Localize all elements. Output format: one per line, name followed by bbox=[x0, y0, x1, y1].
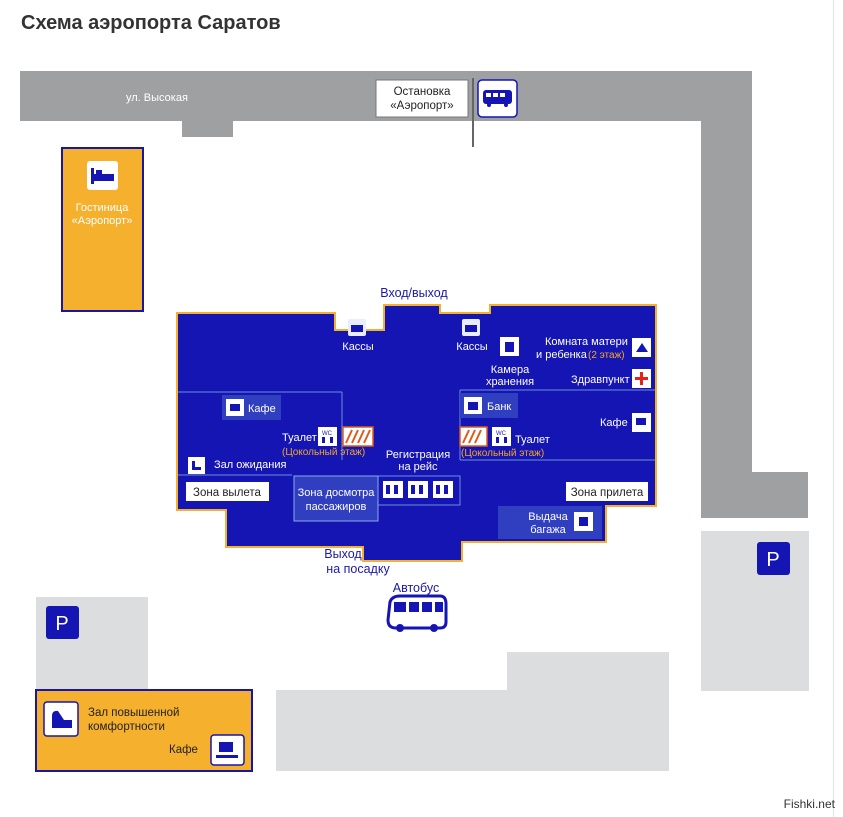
parking-lot-bottom bbox=[276, 652, 669, 771]
toilet-right-label: Туалет bbox=[515, 434, 550, 446]
svg-text:багажа: багажа bbox=[530, 524, 566, 536]
parking-right-icon: P bbox=[757, 542, 790, 575]
bus-stop[interactable]: Остановка «Аэропорт» bbox=[375, 79, 469, 118]
vip-cafe-icon bbox=[210, 734, 245, 766]
page-title: Схема аэропорта Саратов bbox=[21, 12, 281, 34]
storage-icon bbox=[500, 337, 519, 356]
cafe-right-icon bbox=[632, 413, 651, 432]
bus-label: Автобус bbox=[393, 581, 439, 595]
waiting-icon bbox=[188, 457, 205, 474]
checkin-desks-icon bbox=[383, 481, 453, 498]
mother-child-icon bbox=[632, 338, 651, 357]
wc-right-icon: WC bbox=[492, 427, 511, 446]
bus-icon bbox=[386, 594, 448, 632]
svg-text:P: P bbox=[55, 613, 68, 635]
checkin-line2: на рейс bbox=[398, 461, 438, 473]
stairs-right-icon bbox=[459, 426, 488, 447]
gate-line2: на посадку bbox=[326, 562, 390, 576]
gate-line1: Выход bbox=[324, 547, 362, 561]
toilet-left-floor: (Цокольный этаж) bbox=[282, 447, 365, 458]
bed-icon bbox=[87, 161, 118, 190]
page-border bbox=[833, 0, 834, 817]
waiting-label: Зал ожидания bbox=[214, 459, 286, 471]
svg-text:P: P bbox=[766, 549, 779, 571]
arrival-zone[interactable]: Зона прилета bbox=[566, 482, 648, 501]
bus-stop-icon bbox=[477, 79, 518, 118]
armchair-icon bbox=[43, 701, 79, 737]
svg-text:Гостиница: Гостиница bbox=[76, 202, 130, 214]
hotel[interactable]: Гостиница «Аэропорт» bbox=[61, 147, 144, 312]
svg-text:WC: WC bbox=[496, 431, 507, 437]
svg-text:Зал повышенной: Зал повышенной bbox=[88, 707, 179, 719]
toilet-left-label: Туалет bbox=[282, 432, 317, 444]
parking-lot-right bbox=[701, 531, 809, 691]
svg-text:Кафе: Кафе bbox=[169, 744, 198, 756]
stairs-left-icon bbox=[342, 426, 374, 447]
cashier-right-label: Кассы bbox=[456, 341, 488, 353]
cashier-right-icon bbox=[462, 319, 480, 336]
checkin-line1: Регистрация bbox=[386, 449, 450, 461]
toilet-right-floor: (Цокольный этаж) bbox=[461, 448, 544, 459]
cafe-left-area[interactable]: Кафе bbox=[222, 395, 281, 420]
watermark: Fishki.net bbox=[783, 797, 835, 811]
cafe-right-label: Кафе bbox=[600, 417, 628, 429]
first-aid-label: Здравпункт bbox=[571, 374, 630, 386]
mother-room-floor: (2 этаж) bbox=[588, 350, 625, 361]
first-aid-icon bbox=[632, 369, 651, 388]
svg-text:«Аэропорт»: «Аэропорт» bbox=[390, 100, 453, 112]
svg-text:Зона прилета: Зона прилета bbox=[571, 487, 644, 499]
svg-text:WC: WC bbox=[322, 431, 333, 437]
street-label: ул. Высокая bbox=[126, 92, 188, 104]
baggage-claim[interactable]: Выдача багажа bbox=[498, 506, 602, 539]
svg-text:пассажиров: пассажиров bbox=[306, 501, 367, 513]
terminal-walls bbox=[178, 389, 655, 506]
departure-zone[interactable]: Зона вылета bbox=[186, 482, 269, 501]
svg-text:комфортности: комфортности bbox=[88, 721, 165, 733]
svg-text:Зона досмотра: Зона досмотра bbox=[298, 487, 376, 499]
cashier-left-icon bbox=[348, 319, 366, 336]
wc-left-icon: WC bbox=[318, 427, 337, 446]
entrance-label: Вход/выход bbox=[380, 286, 448, 300]
parking-left-icon: P bbox=[46, 606, 79, 639]
mother-room-line2: и ребенка bbox=[536, 349, 588, 361]
svg-text:Кафе: Кафе bbox=[248, 403, 276, 415]
svg-text:Банк: Банк bbox=[487, 401, 511, 413]
security-zone[interactable]: Зона досмотра пассажиров bbox=[293, 475, 379, 522]
mother-room-line1: Комната матери bbox=[545, 336, 628, 348]
storage-line2: хранения bbox=[486, 376, 534, 388]
svg-text:Остановка: Остановка bbox=[394, 86, 451, 98]
svg-text:Зона вылета: Зона вылета bbox=[193, 487, 262, 499]
storage-line1: Камера bbox=[491, 364, 530, 376]
bank-area[interactable]: Банк bbox=[460, 393, 518, 418]
street-road bbox=[20, 71, 808, 518]
cashier-left-label: Кассы bbox=[342, 341, 374, 353]
svg-text:«Аэропорт»: «Аэропорт» bbox=[72, 215, 133, 227]
svg-text:Выдача: Выдача bbox=[528, 511, 568, 523]
